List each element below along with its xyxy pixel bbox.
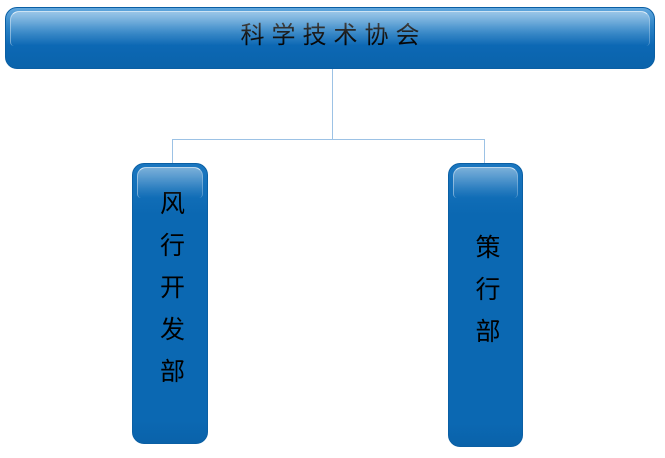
connector-drop-right (484, 139, 485, 164)
org-node-left: 风行开发部 (132, 163, 208, 444)
org-node-root-label: 科学技术协会 (240, 23, 427, 49)
connector-drop-left (172, 139, 173, 164)
connector-stem-vertical (332, 69, 333, 140)
org-node-left-label: 风行开发部 (156, 190, 184, 400)
org-node-right-label: 策行部 (472, 233, 499, 360)
gloss-highlight (453, 167, 518, 198)
org-node-right: 策行部 (448, 163, 523, 447)
connector-horizontal (172, 139, 485, 140)
org-node-root: 科学技术协会 (5, 7, 655, 69)
